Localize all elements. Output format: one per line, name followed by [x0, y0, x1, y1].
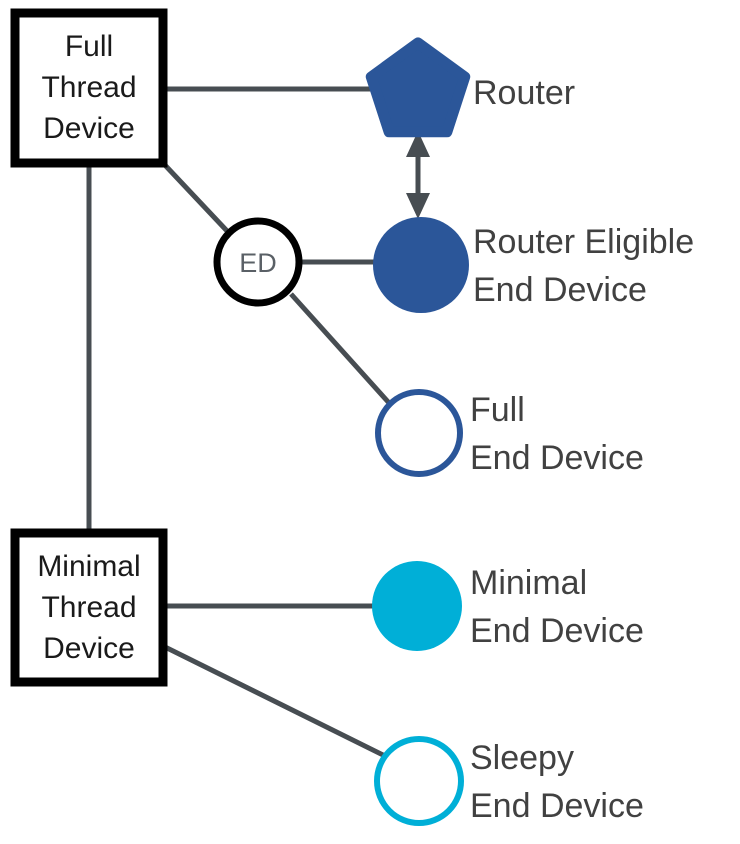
connector-layer: [86, 86, 392, 760]
legend-item-sleepy-end-device[interactable]: Sleepy End Device: [374, 736, 644, 826]
router-reed-arrow: [406, 131, 430, 219]
full-end-device-label-line-2: End Device: [470, 439, 644, 477]
router-eligible-end-device-label-line-1: Router Eligible: [473, 223, 694, 261]
node-full-thread-device[interactable]: Full Thread Device: [10, 8, 168, 168]
minimal-end-device-label-line-2: End Device: [470, 612, 644, 650]
router-label-line-1: Router: [473, 74, 575, 112]
sleepy-end-device-label-line-2: End Device: [470, 787, 644, 825]
connector-mtd-to-sed: [161, 643, 389, 760]
legend-item-minimal-end-device[interactable]: Minimal End Device: [372, 561, 644, 651]
node-ed[interactable]: ED: [213, 217, 303, 307]
minimal-end-device-label-line-1: Minimal: [470, 564, 587, 602]
minimal-thread-device-box[interactable]: [10, 528, 168, 687]
minimal-thread-device-label-line-3: Device: [43, 632, 135, 665]
sleepy-end-device-circle-icon[interactable]: [374, 736, 464, 826]
full-end-device-circle-icon[interactable]: [375, 389, 463, 477]
arrow-head-down: [406, 193, 430, 219]
arrow-head-up: [406, 131, 430, 157]
ed-circle-icon[interactable]: [213, 217, 303, 307]
legend-item-full-end-device[interactable]: Full End Device: [375, 389, 644, 477]
full-thread-device-label-line-3: Device: [43, 112, 135, 145]
router-eligible-end-device-circle-icon[interactable]: [373, 217, 469, 313]
full-end-device-label-line-1: Full: [470, 391, 525, 429]
router-eligible-end-device-label-line-2: End Device: [473, 271, 647, 309]
full-thread-device-label-line-2: Thread: [41, 71, 136, 104]
sleepy-end-device-label-line-1: Sleepy: [470, 739, 574, 777]
router-pentagon-icon[interactable]: [365, 37, 471, 138]
legend-item-router-eligible-end-device[interactable]: Router Eligible End Device: [373, 217, 694, 313]
connector-ftd-to-ed: [161, 161, 230, 234]
full-thread-device-box[interactable]: [10, 8, 168, 168]
node-minimal-thread-device[interactable]: Minimal Thread Device: [10, 528, 168, 687]
full-thread-device-label-line-1: Full: [65, 30, 113, 63]
minimal-thread-device-label-line-2: Thread: [41, 591, 136, 624]
ed-label: ED: [239, 248, 277, 278]
connector-ed-to-fed: [289, 292, 392, 406]
legend-item-router[interactable]: Router: [365, 37, 575, 138]
minimal-end-device-circle-icon[interactable]: [372, 561, 462, 651]
minimal-thread-device-label-line-1: Minimal: [37, 550, 140, 583]
